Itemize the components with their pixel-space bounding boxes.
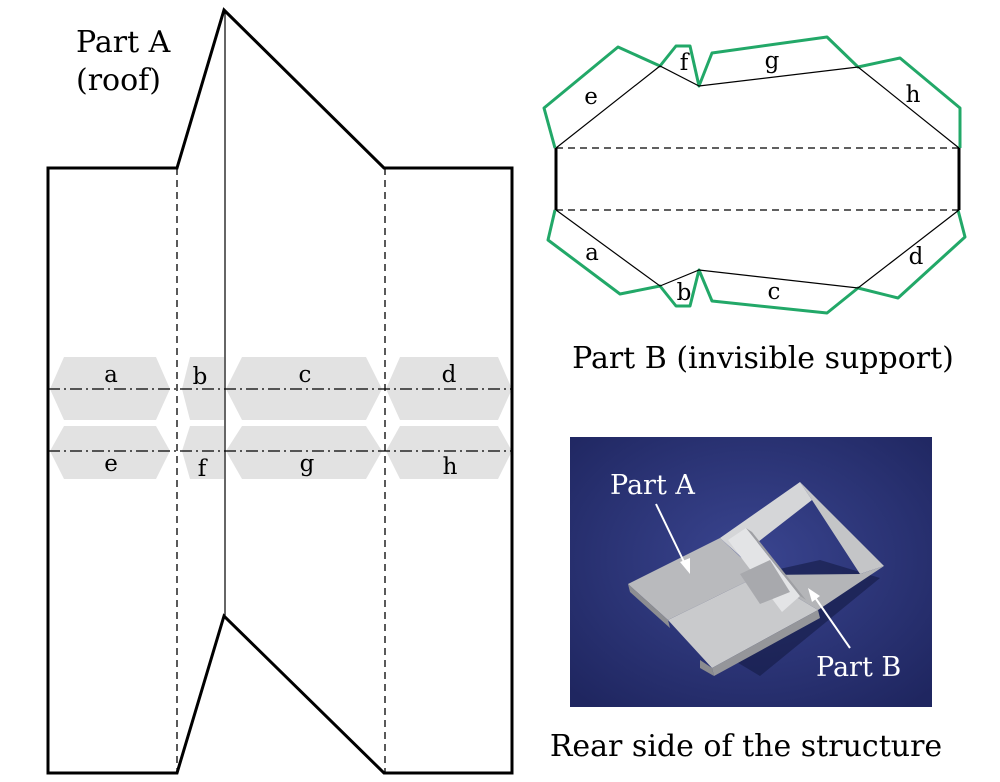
- arrow-part-b: [813, 595, 851, 649]
- part-b-top-cut-outline: [542, 35, 962, 149]
- tab-g: [226, 426, 382, 479]
- tab-label-c: c: [299, 362, 312, 388]
- photo-label-part-b: Part B: [816, 652, 901, 683]
- arrow-part-a: [655, 503, 687, 567]
- tab-label-g: g: [300, 451, 315, 477]
- arrowhead-part-a: [680, 558, 690, 574]
- photo-label-part-a: Part A: [610, 470, 695, 501]
- part-a-template: Part A (roof) a b c d e f g h: [46, 7, 514, 775]
- tab-label-a: a: [104, 362, 118, 388]
- part-b-bottom-inner-edges: [555, 209, 960, 289]
- paper-model: [628, 482, 884, 676]
- tab-label-b: b: [193, 364, 208, 390]
- part-a-title-line2: (roof): [76, 63, 161, 98]
- flap-label-f: f: [680, 50, 690, 76]
- flap-label-e: e: [584, 84, 598, 110]
- arrowhead-part-b: [808, 588, 820, 602]
- structure-photo: Part A Part B: [570, 437, 932, 707]
- photo-caption: Rear side of the structure: [550, 729, 942, 764]
- flap-label-g: g: [765, 48, 780, 74]
- part-b-bottom-cut-outline: [546, 209, 967, 315]
- tab-c: [226, 357, 382, 420]
- tab-label-f: f: [198, 456, 208, 482]
- flap-label-h: h: [906, 82, 921, 108]
- part-b-top-inner-edges: [555, 65, 960, 149]
- flap-label-b: b: [677, 280, 692, 306]
- part-b-template: e f g h a b c d Part B (invisible suppor…: [542, 35, 967, 376]
- tab-e: [50, 426, 170, 479]
- part-a-outline: [46, 7, 514, 775]
- flap-label-a: a: [585, 240, 599, 266]
- tab-label-h: h: [443, 454, 458, 480]
- tab-label-e: e: [104, 451, 118, 477]
- tab-h: [386, 426, 512, 479]
- part-a-title-line1: Part A: [76, 25, 171, 60]
- flap-label-d: d: [909, 244, 924, 270]
- part-b-caption: Part B (invisible support): [572, 341, 954, 376]
- flap-label-c: c: [768, 279, 781, 305]
- tab-label-d: d: [442, 362, 457, 388]
- tab-f: [182, 426, 224, 479]
